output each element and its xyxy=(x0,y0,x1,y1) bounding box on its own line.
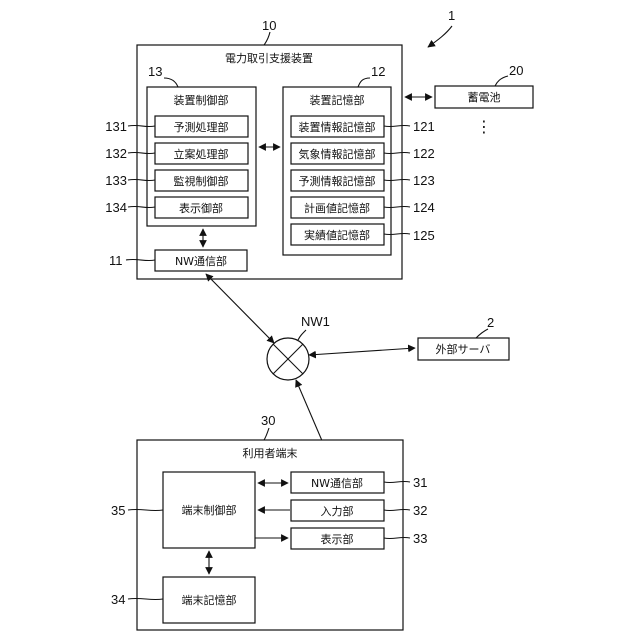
device-info-storage-label: 装置情報記憶部 xyxy=(299,120,376,134)
user-terminal-ref: 30 xyxy=(261,413,275,428)
user-terminal-title: 利用者端末 xyxy=(243,446,298,460)
planning-unit-ref: 132 xyxy=(105,146,127,161)
monitor-control-label: 監視制御部 xyxy=(174,174,229,188)
device-nw-unit-label: NW通信部 xyxy=(175,254,227,268)
system-ref-arrow xyxy=(428,26,452,47)
terminal-control-label: 端末制御部 xyxy=(182,503,237,517)
battery-leader xyxy=(495,76,508,86)
device-storage-ref: 12 xyxy=(371,64,385,79)
terminal-storage-label: 端末記憶部 xyxy=(182,593,237,607)
prediction-info-storage-label: 予測情報記憶部 xyxy=(299,174,376,188)
nw-device-link xyxy=(206,274,274,343)
monitor-control-ref: 133 xyxy=(105,173,127,188)
device-control-ref: 13 xyxy=(148,64,162,79)
network-ref: NW1 xyxy=(301,314,330,329)
support-device-leader xyxy=(264,32,270,45)
terminal-storage-ref: 34 xyxy=(111,592,125,607)
display-unit-ref: 33 xyxy=(413,531,427,546)
prediction-unit-ref: 131 xyxy=(105,119,127,134)
plan-value-storage-ref: 124 xyxy=(413,200,435,215)
weather-info-storage-ref: 122 xyxy=(413,146,435,161)
terminal-control-ref: 35 xyxy=(111,503,125,518)
support-device-title: 電力取引支援装置 xyxy=(225,51,313,65)
device-nw-unit-ref: 11 xyxy=(109,253,123,268)
device-control-title: 装置制御部 xyxy=(174,93,229,107)
display-unit-label: 表示部 xyxy=(321,532,354,546)
system-ref: 1 xyxy=(448,8,455,23)
weather-info-storage-label: 気象情報記憶部 xyxy=(299,147,376,161)
external-server-leader xyxy=(476,329,488,338)
user-terminal-leader xyxy=(264,428,269,440)
actual-value-storage-ref: 125 xyxy=(413,228,435,243)
battery-more-dots: ⋮ xyxy=(476,117,492,136)
terminal-nw-unit-label: NW通信部 xyxy=(311,476,363,490)
actual-value-storage-label: 実績値記憶部 xyxy=(304,228,370,242)
device-info-storage-ref: 121 xyxy=(413,119,435,134)
battery-ref: 20 xyxy=(509,63,523,78)
battery-label: 蓄電池 xyxy=(468,91,501,104)
external-server-label: 外部サーバ xyxy=(436,342,491,356)
device-storage-title: 装置記憶部 xyxy=(310,93,365,107)
external-server-ref: 2 xyxy=(487,315,494,330)
plan-value-storage-label: 計画値記憶部 xyxy=(304,201,370,215)
prediction-unit-label: 予測処理部 xyxy=(174,120,229,134)
nw-server-link xyxy=(309,348,415,355)
display-control-label: 表示御部 xyxy=(179,201,223,215)
input-unit-ref: 32 xyxy=(413,503,427,518)
prediction-info-storage-ref: 123 xyxy=(413,173,435,188)
terminal-nw-unit-ref: 31 xyxy=(413,475,427,490)
planning-unit-label: 立案処理部 xyxy=(174,147,229,161)
support-device-ref: 10 xyxy=(262,18,276,33)
input-unit-label: 入力部 xyxy=(321,504,354,518)
display-control-ref: 134 xyxy=(105,200,127,215)
network-leader xyxy=(298,330,306,340)
